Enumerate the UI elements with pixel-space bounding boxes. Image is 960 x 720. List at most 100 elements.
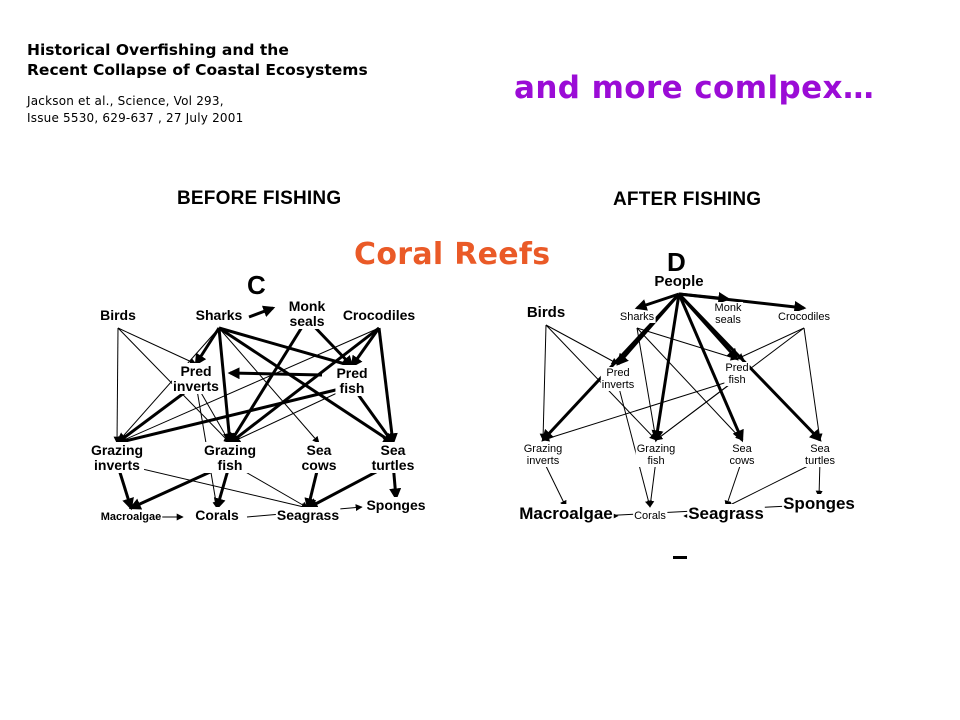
after-edge-people-to-sea_cows [677, 293, 744, 443]
before-node-grazing-fish-line2: fish [218, 457, 243, 473]
before-node-pred-inverts-line2: inverts [173, 378, 219, 394]
after-edge-people-to-crocodiles [678, 292, 807, 313]
after-node-bg-corals [633, 510, 668, 522]
after-node-sea-turtles-line2: turtles [805, 455, 835, 467]
before-node-pred-fish-line1: Pred [336, 365, 367, 381]
after-node-monk-seals-line2: seals [715, 314, 741, 326]
before-node-pred-inverts-line1: Pred [180, 363, 211, 379]
before-edge-crocodiles-to-grazing_fish [228, 326, 380, 445]
after-node-birds-line1: Birds [527, 304, 565, 321]
before-node-birds-line1: Birds [100, 307, 136, 323]
before-edge-pred_fish-to-pred_inverts [227, 367, 323, 380]
after-node-bg-seagrass [687, 504, 765, 523]
reference-title-line1: Historical Overfishing and the [27, 41, 289, 59]
before-edge-birds-to-grazing_inverts [113, 327, 121, 444]
before-node-grazing-inverts-line1: Grazing [91, 442, 143, 458]
after-node-people-line1: People [654, 273, 703, 290]
after-edge-pred_inverts-to-corals [617, 383, 652, 508]
before-node-corals-line1: Corals [195, 507, 239, 523]
before-edge-sharks-to-pred_inverts [194, 327, 221, 367]
before-node-corals: Corals [195, 507, 239, 523]
before-node-crocodiles: Crocodiles [343, 307, 416, 323]
reference-title-line2: Recent Collapse of Coastal Ecosystems [27, 61, 368, 79]
after-edge-birds-to-grazing_inverts [539, 324, 547, 441]
after-node-corals-line1: Corals [634, 510, 666, 522]
after-node-bg-sponges [782, 494, 856, 513]
after-node-bg-birds [525, 304, 567, 321]
before-node-bg-pred-inverts [172, 363, 221, 394]
after-node-sea-cows-line2: cows [729, 455, 755, 467]
before-edge-crocodiles-to-sea_turtles [377, 327, 398, 446]
after-edge-sea_cows-to-seagrass [724, 459, 743, 508]
slide-headline: and more comlpex… [514, 70, 875, 106]
before-node-pred-fish-line2: fish [340, 380, 365, 396]
panel-d-letter: D [667, 247, 686, 277]
before-fishing-label: BEFORE FISHING [177, 188, 342, 209]
after-node-grazing-fish-line1: Grazing [637, 443, 676, 455]
before-node-seagrass-line1: Seagrass [277, 507, 339, 523]
after-edge-crocodiles-to-pred_fish [736, 327, 805, 360]
before-edge-sharks-to-grazing_inverts [116, 327, 220, 444]
before-node-sea-turtles-line2: turtles [372, 457, 415, 473]
after-node-sea-turtles-line1: Sea [810, 443, 830, 455]
coral-reefs-label: Coral Reefs [354, 237, 551, 272]
after-node-bg-people [653, 273, 705, 290]
after-edge-people-to-grazing_fish [651, 293, 681, 443]
after-node-pred-inverts-line1: Pred [606, 367, 629, 379]
after-node-sharks-line1: Sharks [620, 311, 655, 323]
before-edge-birds-to-pred_inverts [117, 327, 197, 365]
before-node-sea-turtles-line1: Sea [381, 442, 406, 458]
after-node-sharks: Sharks [620, 311, 655, 323]
before-node-bg-monk-seals [287, 298, 327, 329]
after-node-crocodiles-line1: Crocodiles [778, 311, 830, 323]
before-node-bg-birds [99, 307, 138, 323]
before-node-macroalgae: Macroalgae [101, 511, 162, 523]
after-node-sea-cows-line1: Sea [732, 443, 752, 455]
after-edge-grazing_inverts-to-macroalgae [542, 459, 567, 508]
after-node-corals: Corals [634, 510, 666, 522]
before-node-seagrass: Seagrass [277, 507, 339, 523]
after-edge-sea_turtles-to-seagrass [725, 459, 821, 508]
before-edge-grazing_inverts-to-seagrass [116, 462, 309, 510]
after-node-people: People [654, 273, 703, 290]
before-node-sharks-line1: Sharks [196, 307, 243, 323]
before-node-sea-cows-line2: cows [301, 457, 336, 473]
after-node-grazing-fish-line2: fish [647, 455, 664, 467]
before-node-macroalgae-line1: Macroalgae [101, 511, 162, 523]
before-node-sea-cows-line1: Sea [307, 442, 332, 458]
after-node-sponges-line1: Sponges [783, 494, 855, 513]
after-edge-pred_fish-to-grazing_inverts [542, 378, 738, 442]
before-edge-pred_fish-to-grazing_fish [229, 385, 353, 444]
after-edge-grazing_fish-to-corals [647, 459, 657, 508]
before-node-sponges: Sponges [366, 497, 425, 513]
before-edge-crocodiles-to-pred_fish [350, 327, 381, 368]
before-node-crocodiles-line1: Crocodiles [343, 307, 416, 323]
after-edge-sharks-to-pred_fish [636, 327, 738, 361]
after-node-birds: Birds [527, 304, 565, 321]
reference-citation-line2: Issue 5530, 629-637 , 27 July 2001 [27, 111, 244, 125]
after-node-pred-fish-line2: fish [728, 374, 745, 386]
before-node-bg-macroalgae [99, 511, 163, 523]
before-node-bg-grazing-inverts [89, 442, 145, 473]
before-node-bg-pred-fish [335, 365, 369, 396]
before-node-monk-seals-line2: seals [289, 313, 324, 329]
after-node-bg-macroalgae [518, 504, 614, 523]
before-node-bg-grazing-fish [202, 442, 258, 473]
after-node-bg-sea-turtles [804, 443, 837, 467]
reference-citation: Jackson et al., Science, Vol 293, Issue … [27, 93, 243, 127]
before-node-grazing-inverts-line2: inverts [94, 457, 140, 473]
before-node-bg-crocodiles [341, 307, 417, 323]
before-node-bg-corals [194, 507, 240, 523]
after-web-edges [539, 292, 823, 522]
after-node-macroalgae-line1: Macroalgae [519, 504, 613, 523]
